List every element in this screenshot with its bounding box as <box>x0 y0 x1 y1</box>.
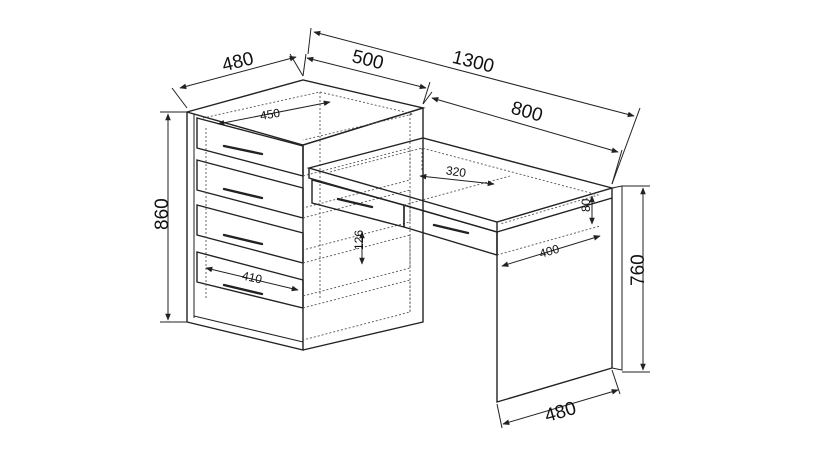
label-pedestal-depth: 480 <box>220 48 256 76</box>
pedestal-hidden-lines <box>202 91 414 341</box>
drawer-handle-2 <box>222 187 264 200</box>
label-drawer-step: 126 <box>352 230 366 250</box>
label-total-length: 1300 <box>450 47 496 78</box>
drawer-handle-3 <box>222 233 264 246</box>
desk-top <box>306 137 615 233</box>
label-drawer-inner-depth: 450 <box>259 106 281 123</box>
desk-drawer-handle-1 <box>336 197 374 209</box>
label-pedestal-height: 860 <box>152 198 173 230</box>
desk-drawer-handle-2 <box>432 223 470 235</box>
side-leg <box>496 185 623 403</box>
label-leg-depth: 480 <box>542 398 578 427</box>
label-desk-drawer-width: 400 <box>538 242 561 261</box>
label-drawer-inner-width: 410 <box>241 269 264 287</box>
pedestal <box>184 79 426 351</box>
label-desk-drawer-depth: 320 <box>445 163 467 180</box>
label-drawer-height-small: 80 <box>579 198 593 212</box>
drawer-handle-1 <box>222 144 264 156</box>
label-desk-height: 760 <box>628 254 649 286</box>
desk-hidden-lines <box>329 147 601 256</box>
dimension-lines <box>160 27 650 429</box>
